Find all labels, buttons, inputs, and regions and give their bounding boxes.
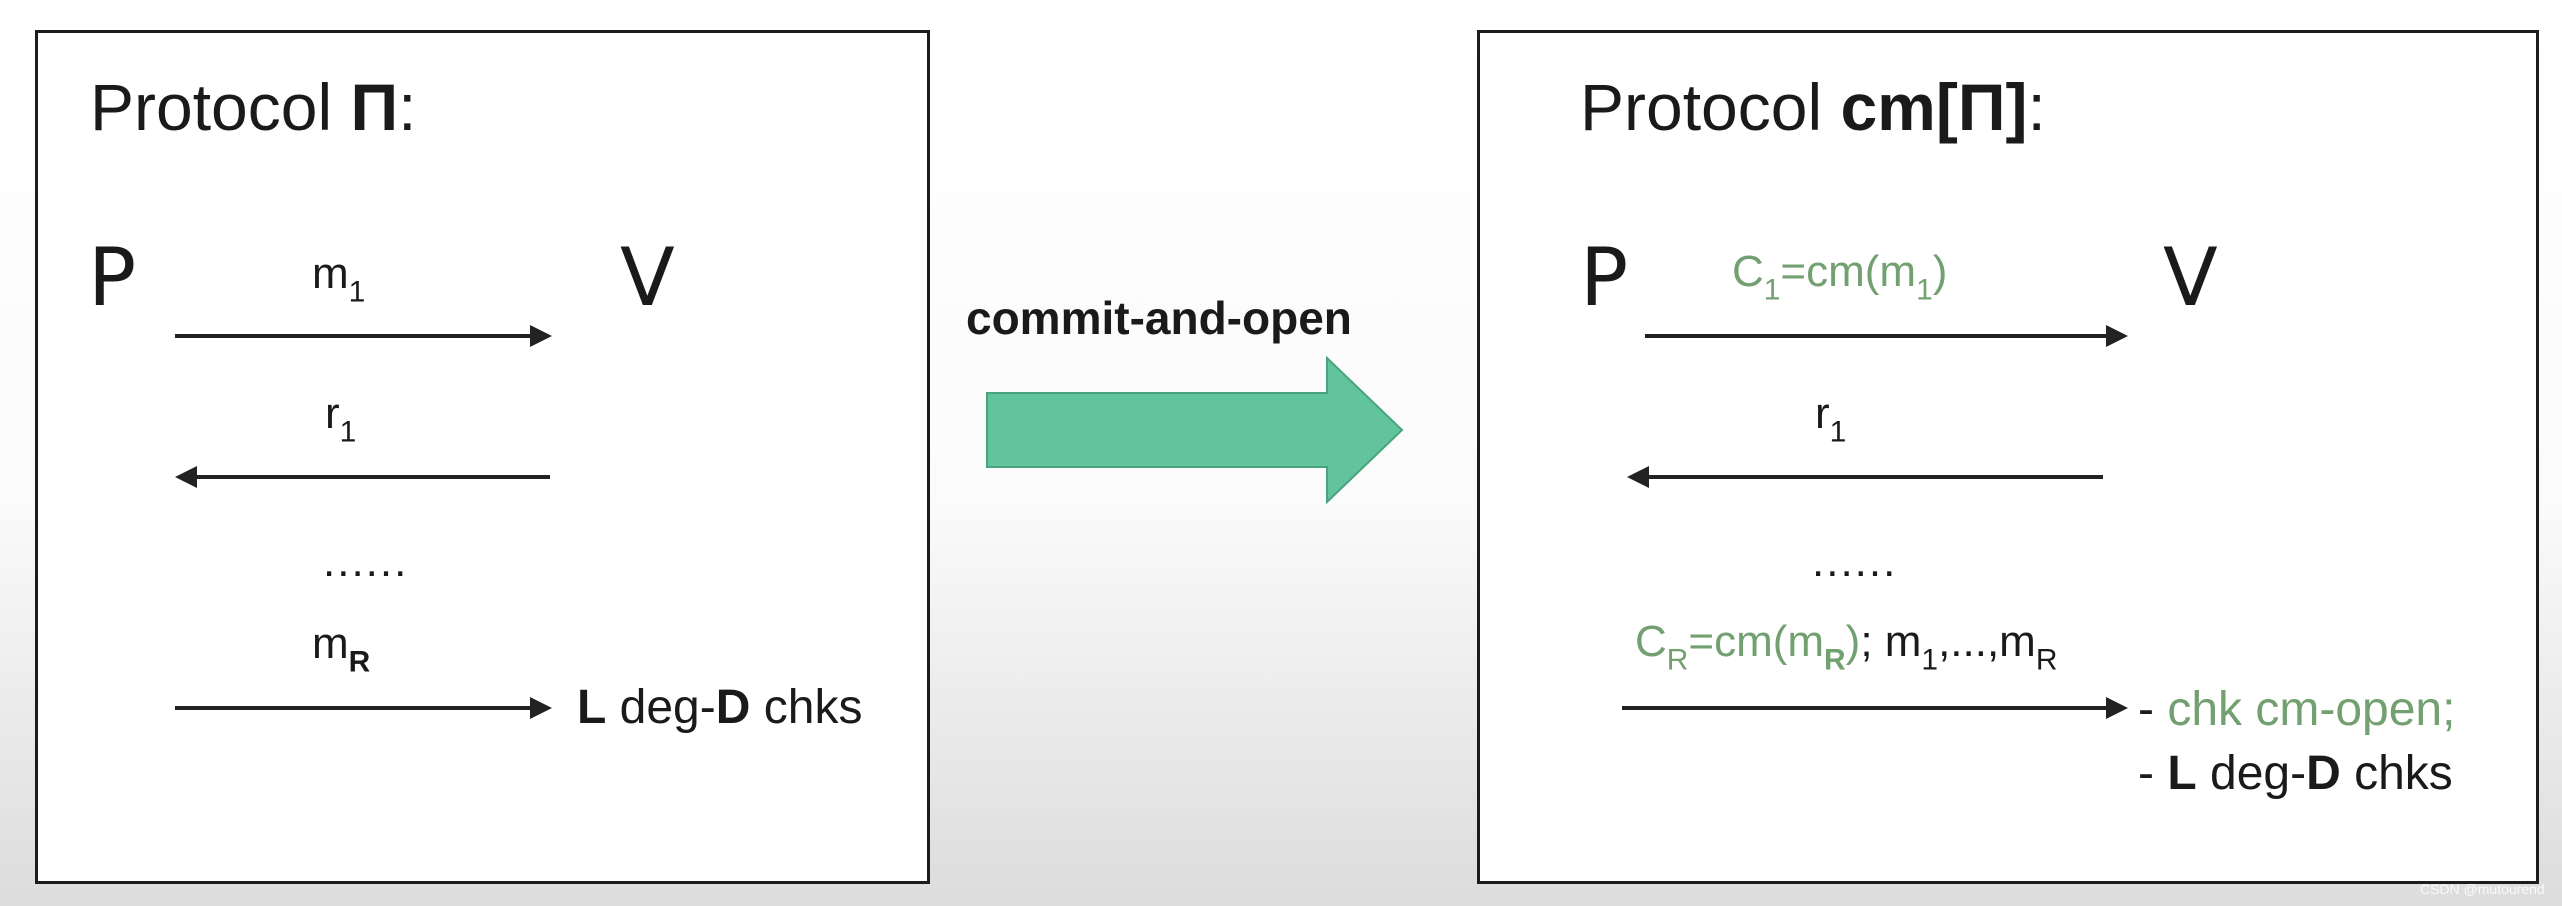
right-check1-label: chk cm-open; (2167, 683, 2456, 736)
left-prover-label: P (88, 231, 137, 324)
right-commitR-label: CR=cm(mR); m1,...,mR (1635, 617, 2057, 675)
right-commit1-arrowhead (2106, 325, 2128, 347)
watermark-text: CSDN @mutourend (2420, 881, 2545, 897)
right-commitR-rest-subR: R (2035, 643, 2058, 677)
right-commitR-commitment: CR=cm(mR) (1635, 617, 1861, 675)
left-msg1-sub: 1 (348, 275, 366, 309)
right-commit1-close: ) (1932, 247, 1948, 296)
right-check2-D: D (2306, 747, 2341, 800)
left-msg1-arrowhead (530, 325, 552, 347)
left-ellipsis: ...... (323, 537, 409, 586)
left-msgR-sub: R (348, 645, 371, 679)
right-commit1-c-sub: 1 (1763, 273, 1781, 307)
left-title-symbol: Π (350, 70, 399, 144)
right-verifier-label: V (2163, 231, 2218, 324)
right-resp1-label: r1 (1815, 389, 1846, 447)
left-msg1-label: m1 (312, 249, 365, 307)
right-commit1-arrow-line (1645, 334, 2113, 338)
right-title-prefix: Protocol (1580, 70, 1841, 144)
left-resp1-arrowhead (175, 466, 197, 488)
right-commit1-c: C (1732, 247, 1764, 296)
right-resp1-arrow-line (1647, 475, 2103, 479)
right-title-suffix: : (2027, 70, 2046, 144)
transform-arrow-icon (986, 355, 1404, 505)
right-commitR-rest-b: ,...,m (1938, 617, 2036, 666)
left-check-text: L deg-D chks (577, 684, 862, 732)
right-commitR-eq: =cm(m (1688, 617, 1825, 666)
right-commitR-m-sub: R (1824, 643, 1846, 677)
left-check-L: L (577, 681, 607, 734)
right-check2-dash: - (2138, 747, 2168, 800)
left-resp1-base: r (325, 389, 340, 438)
left-check-end: chks (750, 681, 863, 734)
right-commitR-arrow-line (1622, 706, 2112, 710)
left-msgR-label: mR (312, 619, 370, 677)
right-commitR-rest-a: ; m (1860, 617, 1922, 666)
left-title-suffix: : (398, 70, 417, 144)
left-check-mid: deg- (606, 681, 716, 734)
right-title-symbol: cm[Π] (1840, 70, 2028, 144)
right-commitR-arrowhead (2106, 697, 2128, 719)
right-ellipsis: ...... (1812, 537, 1898, 586)
commit-and-open-label: commit-and-open (966, 292, 1352, 344)
right-commitR-rest-sub1: 1 (1921, 643, 1939, 677)
right-commit1-label: C1=cm(m1) (1732, 247, 1948, 305)
right-prover-label: P (1580, 231, 1629, 324)
right-commit1-eq: =cm(m (1780, 247, 1917, 296)
left-title: Protocol Π: (90, 74, 416, 140)
right-resp1-arrowhead (1627, 466, 1649, 488)
right-commit1-m-sub: 1 (1916, 273, 1933, 307)
left-msgR-base: m (312, 619, 349, 668)
transform-arrow-shape (986, 355, 1404, 505)
right-commitR-c-sub: R (1666, 643, 1689, 677)
right-check2-mid: deg- (2196, 747, 2307, 800)
left-resp1-arrow-line (195, 475, 550, 479)
left-check-D: D (715, 681, 751, 734)
left-msgR-arrowhead (530, 697, 552, 719)
left-title-prefix: Protocol (90, 70, 351, 144)
left-msg1-base: m (312, 249, 349, 298)
left-msg1-arrow-line (175, 334, 537, 338)
right-resp1-base: r (1815, 389, 1830, 438)
left-protocol-panel (35, 30, 930, 884)
right-check1-text: - chk cm-open; (2138, 686, 2455, 734)
left-verifier-label: V (620, 231, 675, 324)
right-check1-dash: - (2138, 683, 2168, 736)
right-commitR-close: ) (1845, 617, 1861, 666)
right-commitR-c: C (1635, 617, 1667, 666)
left-resp1-label: r1 (325, 389, 356, 447)
left-resp1-sub: 1 (339, 415, 357, 449)
right-check2-L: L (2167, 747, 2197, 800)
right-title: Protocol cm[Π]: (1580, 74, 2046, 140)
right-resp1-sub: 1 (1829, 415, 1847, 449)
right-protocol-panel (1477, 30, 2539, 884)
right-check2-end: chks (2340, 747, 2453, 800)
right-check2-text: - L deg-D chks (2138, 750, 2453, 798)
left-msgR-arrow-line (175, 706, 537, 710)
